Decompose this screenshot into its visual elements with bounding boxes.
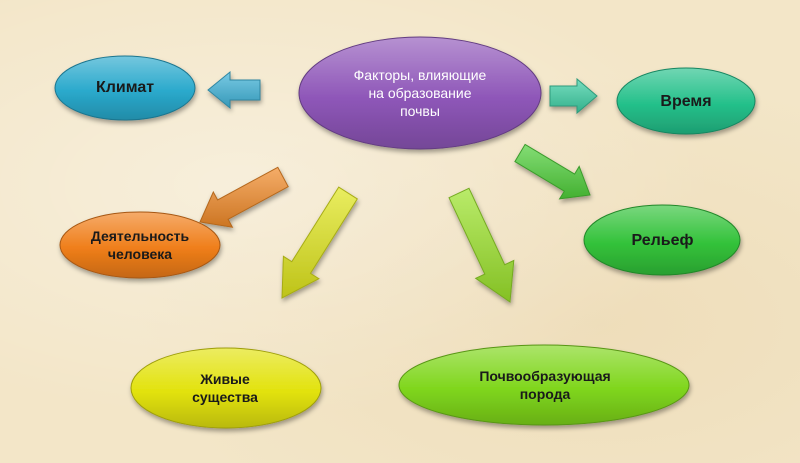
living-organisms-node bbox=[130, 347, 322, 429]
arrow-to-human bbox=[199, 166, 289, 228]
center-node bbox=[298, 36, 542, 150]
arrow-to-relief bbox=[514, 143, 591, 200]
arrow-to-climate bbox=[207, 70, 261, 110]
parent-rock-node bbox=[398, 344, 690, 426]
climate-node bbox=[54, 55, 196, 121]
arrow-layer bbox=[199, 70, 598, 303]
time-node bbox=[616, 67, 756, 135]
node-layer bbox=[54, 36, 756, 429]
arrow-to-living bbox=[281, 186, 358, 299]
arrow-to-time bbox=[549, 77, 598, 115]
arrow-to-parent bbox=[448, 187, 515, 303]
human-activity-node bbox=[59, 211, 221, 279]
relief-node bbox=[583, 204, 741, 276]
